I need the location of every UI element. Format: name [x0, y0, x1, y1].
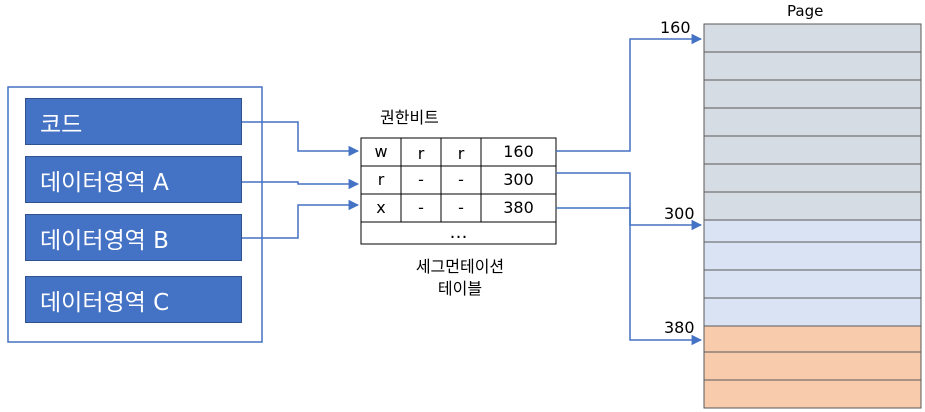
segment-code: 코드: [25, 98, 242, 145]
table-cell: r: [417, 144, 425, 163]
table-cell-base: 160: [503, 142, 534, 161]
table-caption-line2: 테이블: [437, 279, 483, 298]
page-frames: [703, 23, 922, 409]
table-cell: -: [418, 198, 424, 217]
table-cell: -: [418, 170, 424, 189]
address-marker-300: 300: [664, 204, 695, 223]
table-cell: -: [458, 170, 464, 189]
table-cell-base: 380: [503, 198, 534, 217]
table-caption-line1: 세그먼테이션: [415, 257, 505, 276]
table-ellipsis: …: [449, 222, 468, 243]
segment-data-c: 데이터영역 C: [25, 276, 242, 323]
table-cell: r: [377, 170, 385, 189]
table-cell: x: [376, 198, 386, 217]
table-cell: r: [457, 144, 465, 163]
address-marker-380: 380: [664, 318, 695, 337]
address-marker-160: 160: [660, 18, 691, 37]
table-cell: w: [374, 142, 388, 161]
page-title: Page: [787, 2, 824, 20]
permission-bits-label: 권한비트: [380, 108, 439, 127]
segment-data-a: 데이터영역 A: [25, 156, 242, 203]
table-cell-base: 300: [503, 170, 534, 189]
segment-arrows: [242, 121, 360, 239]
segmentation-table: [360, 137, 557, 245]
base-address-arrows: [556, 33, 703, 346]
table-cell: -: [458, 198, 464, 217]
segment-data-b: 데이터영역 B: [25, 214, 242, 261]
